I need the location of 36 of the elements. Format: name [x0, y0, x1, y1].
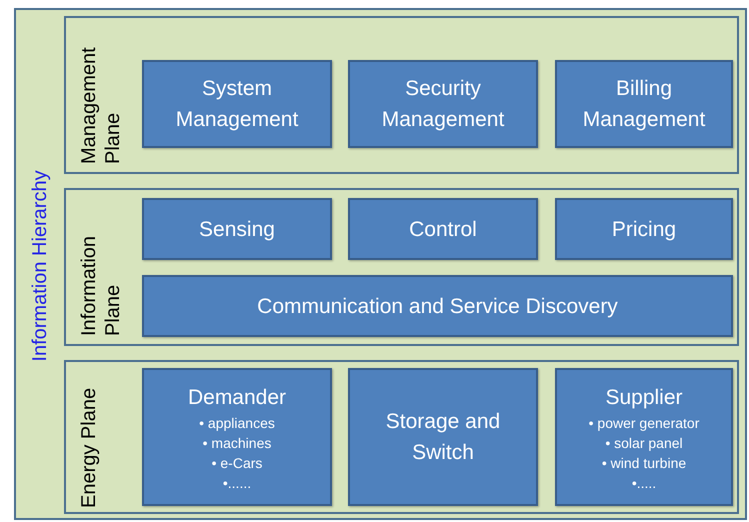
box-label: Pricing	[610, 216, 678, 242]
component-box	[142, 60, 332, 148]
component-box	[142, 275, 733, 337]
box-label: System Management	[174, 76, 300, 133]
box-label: Communication and Service Discovery	[256, 294, 619, 320]
plane-panel	[64, 360, 739, 514]
component-box	[348, 198, 538, 260]
plane-title: Information Plane	[77, 234, 125, 336]
plane-title: Management Plane	[77, 46, 125, 164]
list-item: •.....	[632, 474, 656, 492]
component-box	[555, 198, 733, 260]
list-item: •......	[222, 474, 252, 492]
box-heading: Supplier	[605, 384, 683, 410]
hierarchy-panel	[14, 8, 747, 520]
list-item: • machines	[202, 434, 272, 452]
hierarchy-title: Information Hierarchy	[28, 169, 52, 364]
list-item: • e-Cars	[212, 454, 262, 472]
box-label: Control	[408, 216, 478, 242]
plane-panel	[64, 188, 739, 346]
component-box	[555, 368, 733, 506]
component-box	[142, 198, 332, 260]
list-item: • wind turbine	[602, 454, 686, 472]
box-label: Storage and Switch	[384, 409, 502, 466]
list-item: • appliances	[199, 414, 275, 432]
box-label: Sensing	[198, 216, 276, 242]
list-item: • solar panel	[605, 434, 683, 452]
box-label: Security Management	[380, 76, 506, 133]
plane-panel	[64, 16, 739, 174]
list-item: • power generator	[588, 414, 700, 432]
box-label: Billing Management	[582, 76, 706, 133]
plane-title: Energy Plane	[77, 386, 101, 508]
component-box	[348, 368, 538, 506]
component-box	[555, 60, 733, 148]
component-box	[348, 60, 538, 148]
box-heading: Demander	[188, 384, 286, 410]
component-box	[142, 368, 332, 506]
